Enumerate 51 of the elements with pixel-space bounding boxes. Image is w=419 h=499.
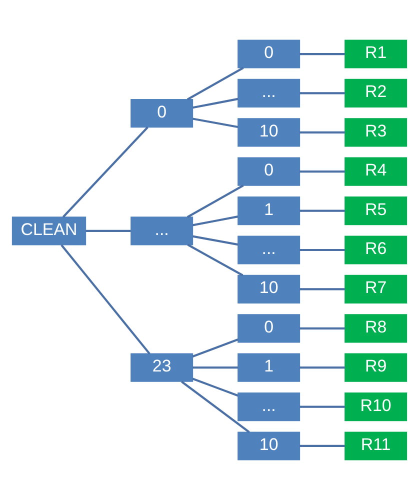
node-box: ... bbox=[238, 78, 300, 107]
connector bbox=[300, 209, 345, 212]
node-box: R8 bbox=[344, 314, 408, 342]
connector bbox=[181, 380, 250, 432]
node-box: 0 bbox=[238, 156, 300, 186]
node-box: R3 bbox=[344, 118, 408, 146]
node-box: ... bbox=[238, 235, 300, 264]
node-box: R4 bbox=[344, 156, 408, 186]
connector bbox=[300, 52, 345, 55]
node-box: 23 bbox=[130, 352, 194, 382]
connector bbox=[300, 326, 345, 329]
connector bbox=[192, 215, 238, 226]
connector bbox=[187, 243, 244, 276]
connector bbox=[300, 405, 345, 408]
connector bbox=[186, 66, 244, 100]
node-box: R1 bbox=[344, 39, 408, 68]
connector bbox=[300, 248, 345, 251]
connector bbox=[300, 170, 345, 172]
node-box: R11 bbox=[344, 431, 408, 460]
node-box: 10 bbox=[238, 118, 300, 146]
node-box: R10 bbox=[344, 392, 408, 421]
connector bbox=[192, 366, 238, 368]
connector bbox=[86, 229, 131, 232]
connector bbox=[192, 234, 238, 246]
connector bbox=[192, 117, 238, 128]
node-box: 10 bbox=[238, 274, 300, 303]
connector bbox=[300, 366, 345, 368]
connector bbox=[192, 338, 238, 357]
connector bbox=[300, 92, 345, 94]
node-box: 1 bbox=[238, 352, 300, 382]
connector bbox=[60, 244, 150, 354]
node-box: 0 bbox=[238, 314, 300, 342]
node-box: R5 bbox=[344, 196, 408, 225]
connector bbox=[300, 130, 345, 133]
node-box: ... bbox=[130, 216, 194, 245]
node-box: R7 bbox=[344, 274, 408, 303]
connector bbox=[192, 97, 238, 108]
connector bbox=[186, 184, 244, 218]
node-box: 0 bbox=[238, 39, 300, 68]
node-box: R2 bbox=[344, 78, 408, 107]
node-box: ... bbox=[238, 392, 300, 421]
node-box: R9 bbox=[344, 352, 408, 382]
node-box: R6 bbox=[344, 235, 408, 264]
node-box: CLEAN bbox=[12, 216, 86, 245]
connector bbox=[300, 444, 345, 447]
node-box: 1 bbox=[238, 196, 300, 225]
connector bbox=[192, 377, 238, 396]
node-box: 10 bbox=[238, 431, 300, 460]
connector bbox=[62, 126, 148, 218]
node-box: 0 bbox=[130, 98, 194, 128]
connector bbox=[300, 288, 345, 290]
